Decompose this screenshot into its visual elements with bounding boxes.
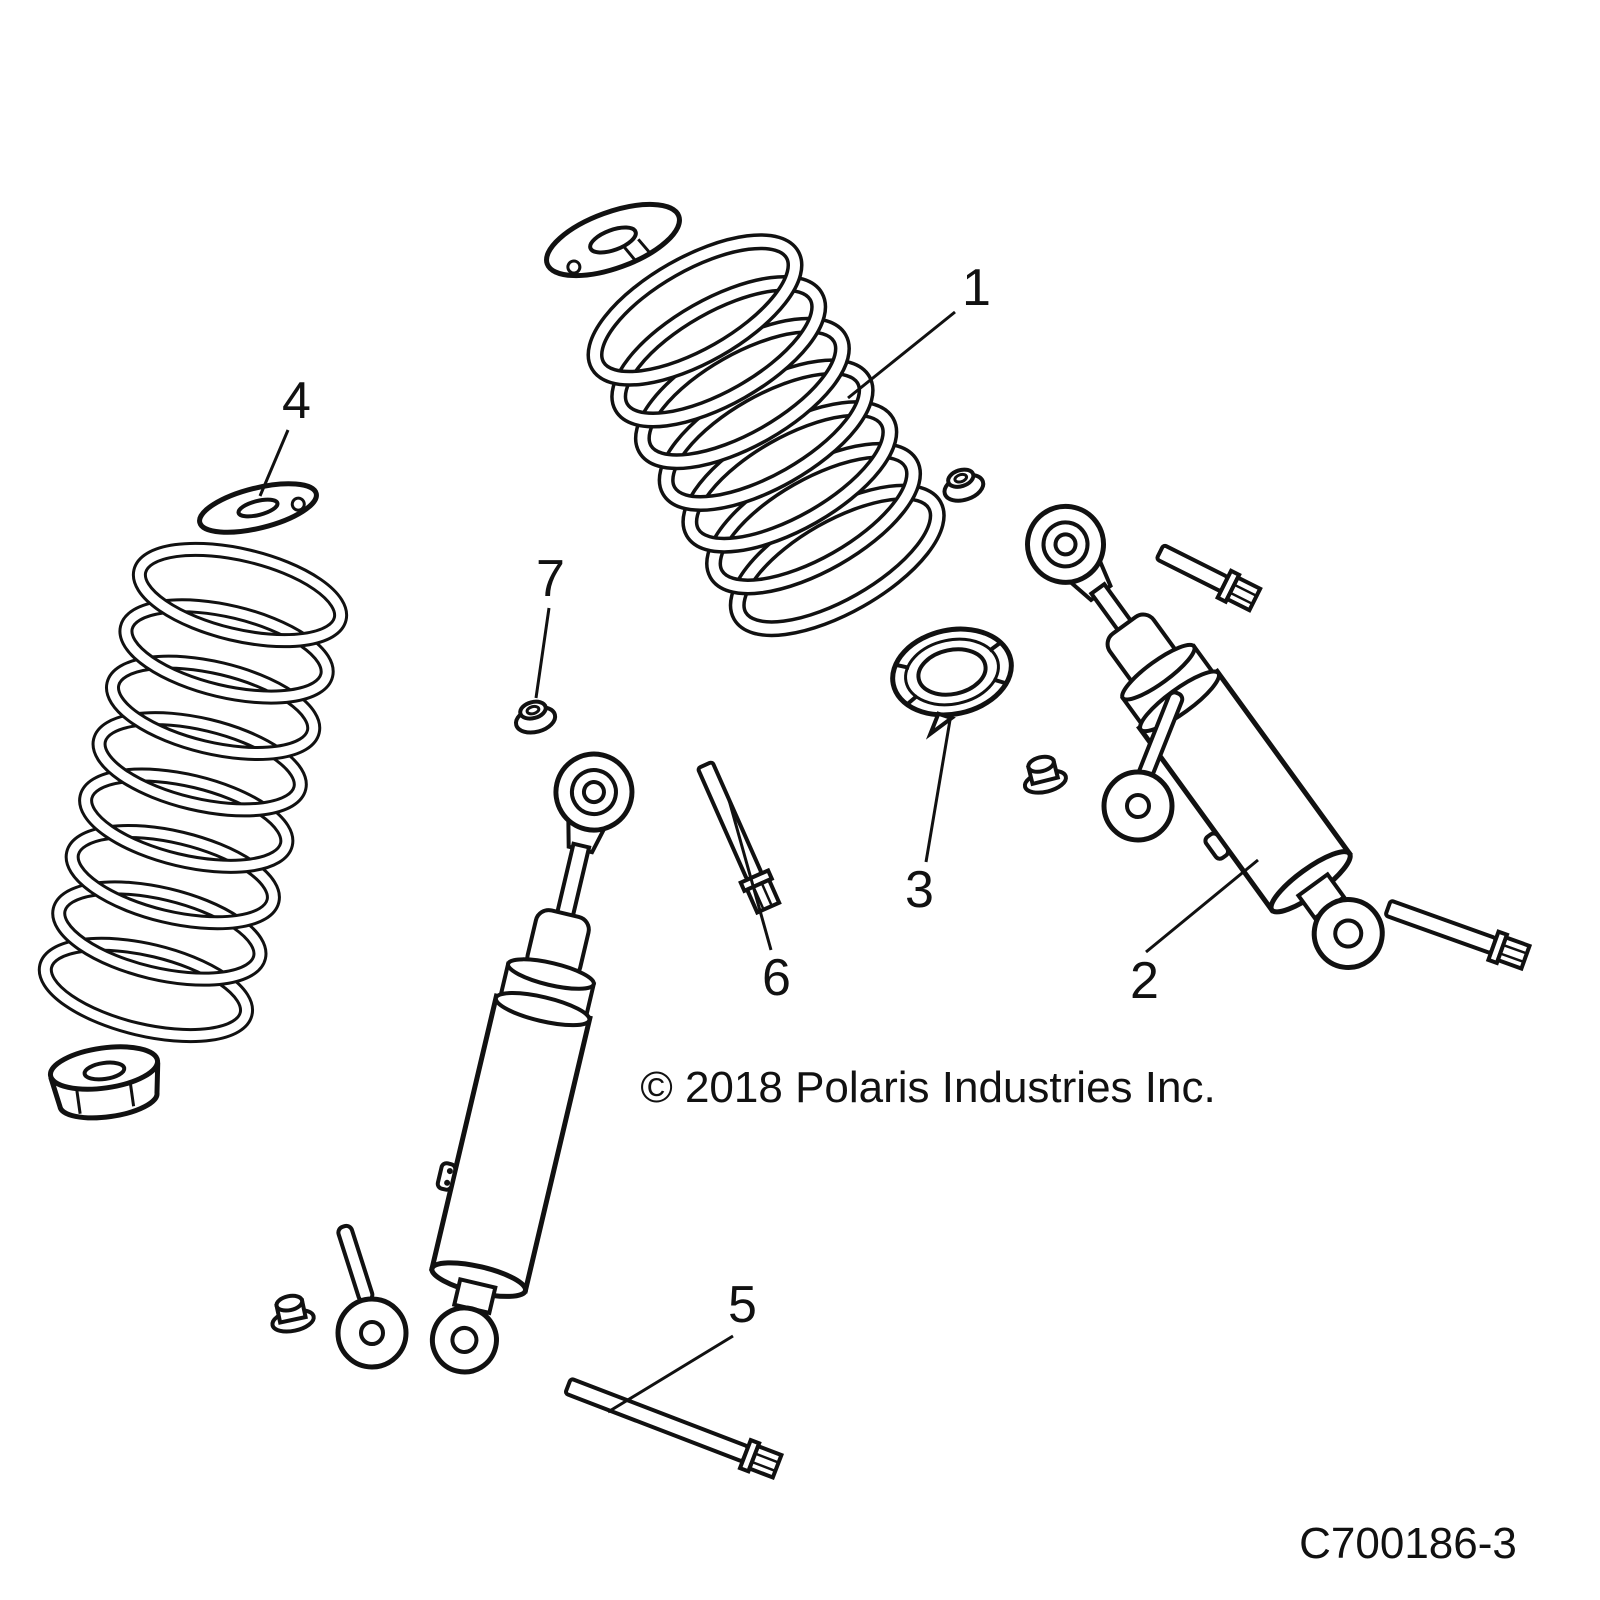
copyright-text: © 2018 Polaris Industries Inc. — [640, 1063, 1215, 1112]
left-coil-spring — [36, 532, 349, 1053]
left-shock-absorber — [428, 751, 635, 1375]
bolt-5 — [564, 1377, 785, 1483]
callout-6: 6 — [727, 799, 791, 1007]
left-spring-lower-retainer-cup — [47, 1044, 161, 1121]
callout-6-label: 6 — [762, 949, 791, 1007]
callout-2-leader — [1145, 858, 1259, 954]
part-code: C700186-3 — [1299, 1519, 1517, 1568]
right-lower-bolt — [1384, 899, 1533, 974]
left-ball-link — [335, 1223, 409, 1370]
bolt-6 — [696, 760, 784, 916]
main-coil-spring — [575, 215, 957, 656]
spring-retainer-ring — [890, 626, 1014, 740]
right-flange-nut — [1016, 750, 1071, 799]
upper-spring-retainer — [544, 201, 682, 279]
right-upper-bolt — [1155, 543, 1264, 615]
right-ball-link — [1101, 690, 1185, 843]
callout-6-leader — [727, 799, 773, 951]
right-shock-absorber — [1025, 503, 1385, 970]
left-spring-upper-retainer — [197, 481, 319, 535]
callout-2-label: 2 — [1130, 952, 1159, 1010]
callout-5-label: 5 — [728, 1276, 757, 1334]
callout-2: 2 — [1130, 858, 1259, 1010]
callout-1: 1 — [847, 259, 991, 400]
callout-4: 4 — [258, 372, 311, 497]
shock-shaft-washer — [509, 695, 560, 739]
callout-4-leader — [258, 429, 290, 497]
left-flange-nut — [265, 1289, 318, 1337]
callout-7-leader — [534, 607, 551, 699]
callout-1-label: 1 — [962, 259, 991, 317]
callout-3-label: 3 — [905, 861, 934, 919]
callout-5: 5 — [607, 1276, 757, 1414]
callout-5-leader — [607, 1334, 734, 1414]
callout-4-label: 4 — [282, 372, 311, 430]
callout-1-leader — [847, 310, 956, 400]
callout-7-label: 7 — [536, 550, 565, 608]
callout-3: 3 — [905, 719, 952, 919]
callout-3-leader — [924, 719, 952, 863]
callout-7: 7 — [534, 550, 565, 699]
right-shock-washer — [937, 462, 989, 508]
